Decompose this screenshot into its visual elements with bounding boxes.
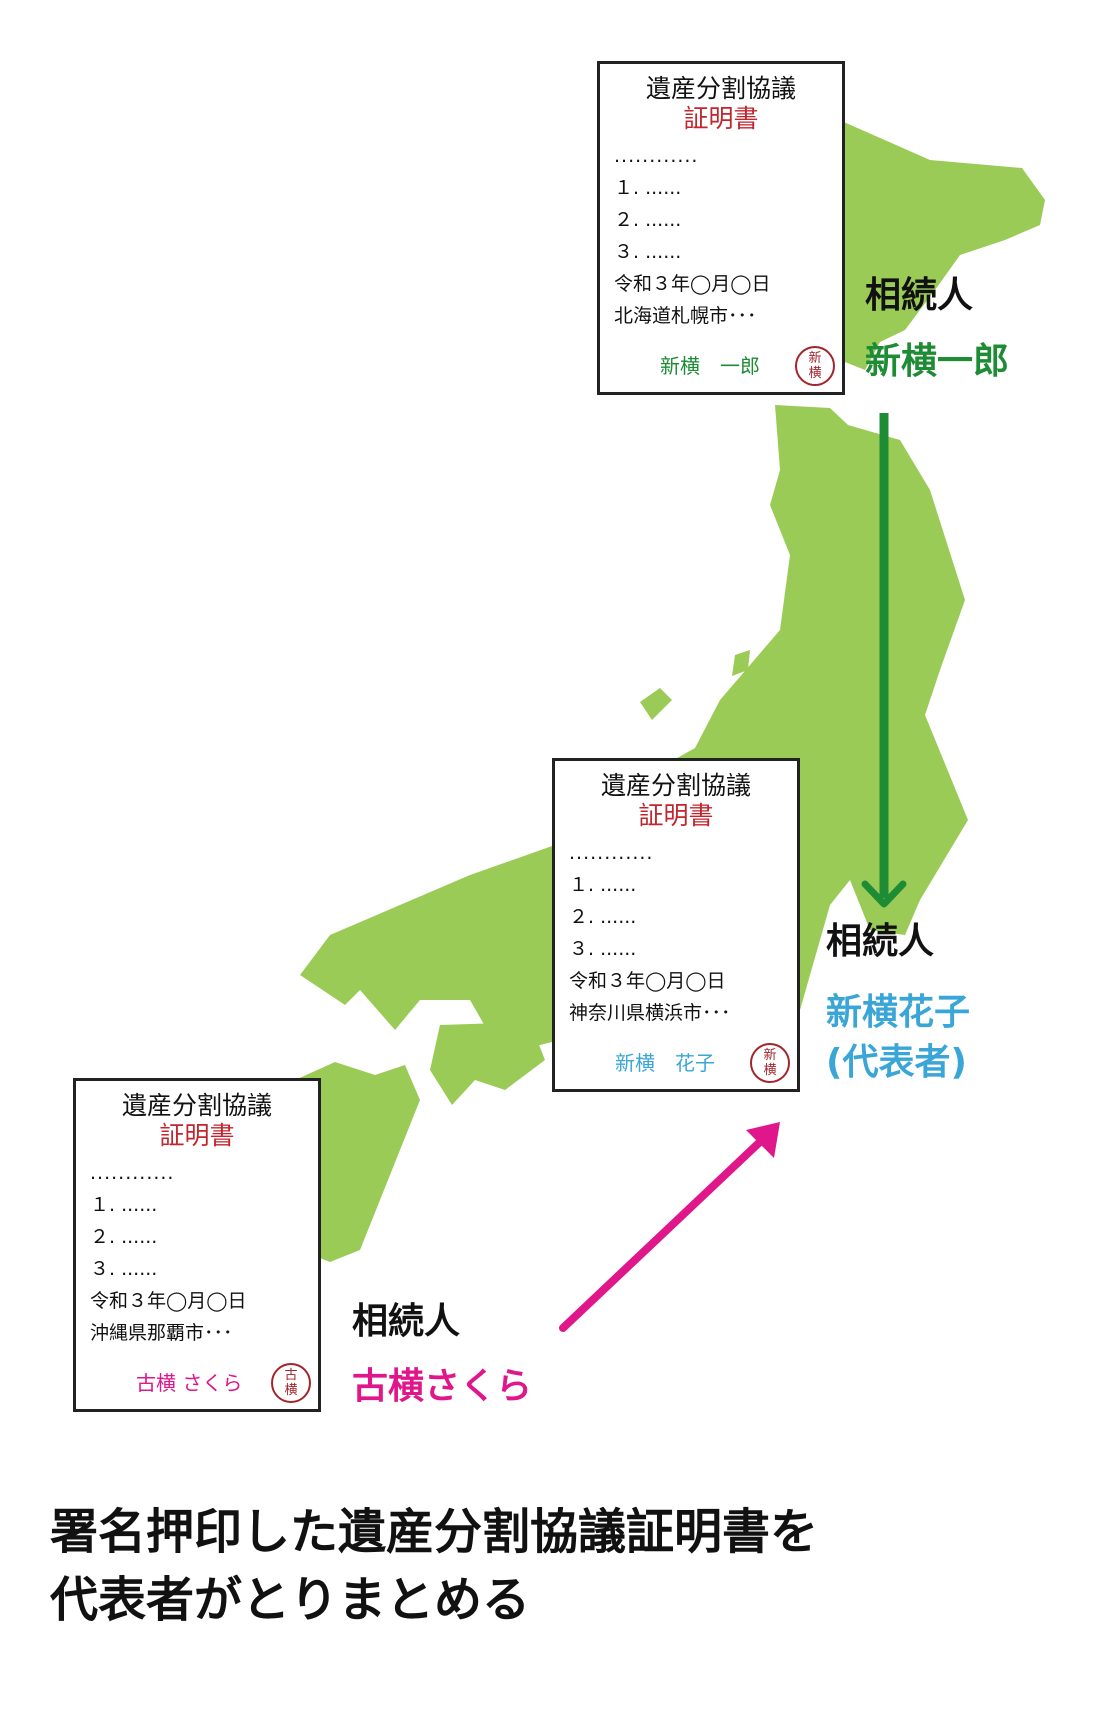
certificate-document-okinawa: 遺産分割協議 証明書 ............ １. ...... ２. ...… [73, 1078, 321, 1412]
certificate-document-kanagawa: 遺産分割協議 証明書 ............ １. ...... ２. ...… [552, 758, 800, 1092]
doc-item-2: ２. ...... [90, 1226, 158, 1248]
doc-item-2: ２. ...... [569, 906, 637, 928]
doc-dots: ............ [569, 842, 654, 864]
arrow-ichiro-to-hanako-head [861, 880, 907, 908]
doc-title: 遺産分割協議 [645, 74, 796, 103]
seal-char-bottom: 横 [284, 1383, 298, 1398]
heir-name-sakura: 古横さくら [352, 1366, 533, 1407]
heir-role-sakura: 相続人 [352, 1301, 461, 1342]
kyushu-shape [295, 1062, 420, 1262]
doc-item-3: ３. ...... [90, 1258, 158, 1280]
doc-signer: 新横 一郎 [660, 354, 760, 378]
doc-item-1: １. ...... [614, 177, 682, 199]
certificate-document-hokkaido: 遺産分割協議 証明書 ............ １. ...... ２. ...… [597, 61, 845, 395]
seal-stamp: 古 横 [271, 1363, 311, 1403]
caption-line-2: 代表者がとりまとめる [50, 1572, 531, 1628]
honshu-shape [300, 405, 968, 1080]
doc-date: 令和３年◯月◯日 [614, 273, 771, 295]
heir-name-ichiro: 新横一郎 [865, 341, 1010, 382]
doc-title: 遺産分割協議 [600, 771, 751, 800]
shikoku-shape [430, 1022, 545, 1105]
heir-role-hanako: 相続人 [826, 921, 935, 962]
doc-subtitle: 証明書 [159, 1121, 235, 1150]
doc-date: 令和３年◯月◯日 [569, 970, 726, 992]
doc-signer: 古横 さくら [136, 1371, 243, 1395]
seal-stamp: 新 横 [795, 346, 835, 386]
doc-item-3: ３. ...... [614, 241, 682, 263]
doc-title: 遺産分割協議 [121, 1091, 272, 1120]
seal-char-top: 古 [284, 1368, 298, 1383]
arrow-sakura-to-hanako-head [746, 1122, 780, 1158]
caption-line-1: 署名押印した遺産分割協議証明書を [50, 1504, 819, 1560]
arrow-sakura-to-hanako-shaft [559, 1136, 766, 1332]
doc-subtitle: 証明書 [683, 104, 759, 133]
doc-address: 沖縄県那覇市･･･ [90, 1322, 233, 1344]
doc-subtitle: 証明書 [638, 801, 714, 830]
doc-dots: ............ [614, 145, 699, 167]
doc-item-1: １. ...... [569, 874, 637, 896]
seal-stamp: 新 横 [750, 1043, 790, 1083]
heir-name-hanako: 新横花子 [826, 992, 971, 1033]
doc-item-1: １. ...... [90, 1194, 158, 1216]
caption: 署名押印した遺産分割協議証明書を 代表者がとりまとめる [50, 1498, 818, 1634]
doc-item-3: ３. ...... [569, 938, 637, 960]
doc-signer: 新横 花子 [615, 1051, 715, 1075]
seal-char-top: 新 [763, 1048, 777, 1063]
noto-shape [640, 688, 672, 720]
doc-item-2: ２. ...... [614, 209, 682, 231]
seal-char-top: 新 [808, 351, 822, 366]
doc-address: 神奈川県横浜市･･･ [569, 1002, 731, 1024]
doc-address: 北海道札幌市･･･ [614, 305, 757, 327]
doc-date: 令和３年◯月◯日 [90, 1290, 247, 1312]
seal-char-bottom: 横 [763, 1063, 777, 1078]
seal-char-bottom: 横 [808, 366, 822, 381]
heir-role-ichiro: 相続人 [865, 275, 974, 316]
heir-note-representative: (代表者) [826, 1042, 967, 1083]
hokkaido-shape [790, 108, 1045, 370]
doc-dots: ............ [90, 1162, 175, 1184]
sado-shape [732, 650, 750, 676]
